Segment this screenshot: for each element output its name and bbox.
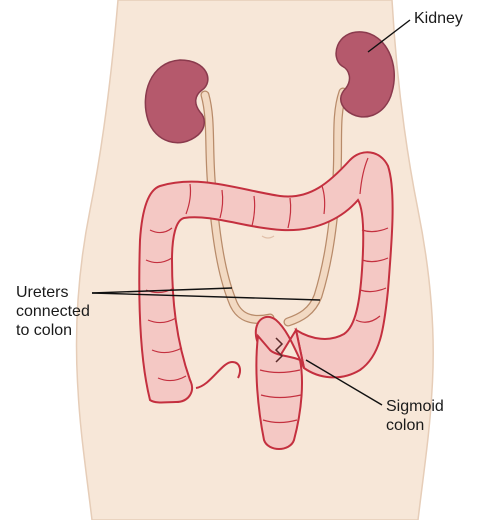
sigmoid-label-line-2: colon xyxy=(386,416,444,435)
sigmoid-label: Sigmoid colon xyxy=(386,397,444,435)
ureters-label-line-3: to colon xyxy=(16,321,90,340)
kidney-label: Kidney xyxy=(414,9,463,28)
ureters-label-line-2: connected xyxy=(16,302,90,321)
sigmoid-label-line-1: Sigmoid xyxy=(386,397,444,416)
ureters-label-line-1: Ureters xyxy=(16,283,90,302)
kidney-label-text: Kidney xyxy=(414,9,463,28)
ureters-label: Ureters connected to colon xyxy=(16,283,90,340)
